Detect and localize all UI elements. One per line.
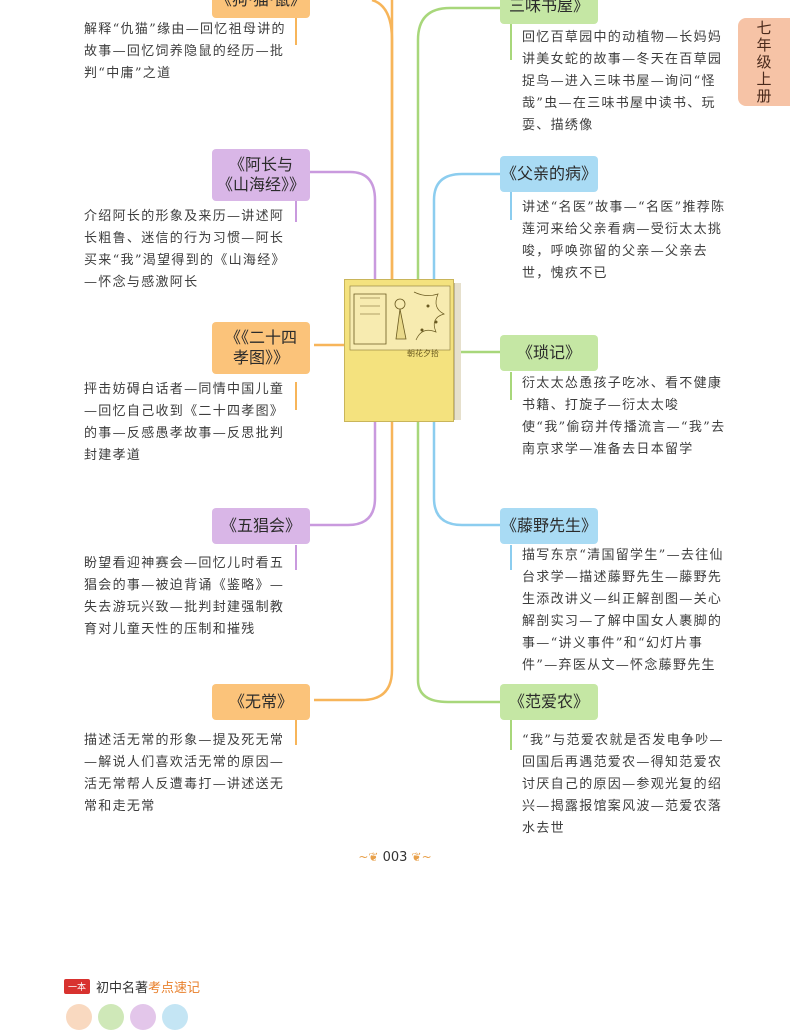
tag-ershisi-xiaotu-label: 《《二十四 孝图》》 (224, 328, 297, 367)
dot-blue-icon (162, 1004, 188, 1030)
grade-side-tab: 七年级上册 (738, 18, 790, 106)
footer-series-name: 初中名著 (96, 981, 149, 996)
tag-wuchang: 《无常》 (212, 684, 310, 720)
book-illustration-icon (349, 285, 451, 351)
tag-sanwei-shuwu: 三味书屋》 (500, 0, 598, 24)
tag-fuqin-de-bing-label: 《父亲的病》 (500, 164, 597, 183)
desc-suoji: 衍太太怂恿孩子吃冰、看不健康书籍、打旋子—衍太太唆使“我”偷窃并传播流言—“我”… (522, 376, 726, 457)
grade-side-tab-label: 七年级上册 (754, 19, 773, 105)
desc-wuchang: 描述活无常的形象—提及死无常—解说人们喜欢活无常的原因—活无常帮人反遭毒打—讲述… (84, 733, 285, 814)
tag-sanwei-shuwu-label: 三味书屋》 (508, 0, 589, 15)
dot-purple-icon (130, 1004, 156, 1030)
footer-branding: 一本 初中名著 考点速记 (64, 977, 200, 996)
tag-ershisi-xiaotu: 《《二十四 孝图》》 (212, 322, 310, 374)
footer-logo: 一本 (64, 979, 91, 994)
tag-fan-ainong-label: 《范爱农》 (508, 692, 589, 711)
book-title: 朝花夕拾 (407, 349, 439, 358)
page-number-text: 003 (382, 850, 408, 865)
tag-a-chang: 《阿长与 《山海经》》 (212, 149, 310, 201)
ornament-left-icon: ~❦ (358, 850, 379, 864)
ornament-right-icon: ❦~ (411, 850, 432, 864)
tag-wuchang-label: 《无常》 (228, 692, 293, 711)
book-cover: 朝花夕拾 (344, 279, 454, 422)
footer-color-dots (66, 1004, 188, 1030)
desc-fan-ainong: “我”与范爱农就是否发电争吵—回国后再遇范爱农—得知范爱农讨厌自己的原因—参观光… (522, 733, 724, 836)
desc-fuqin-de-bing: 讲述“名医”故事—“名医”推荐陈莲河来给父亲看病—受衍太太挑唆，呼唤弥留的父亲—… (522, 200, 726, 281)
dot-green-icon (98, 1004, 124, 1030)
footer-series-sub: 考点速记 (148, 981, 201, 996)
tag-wuchang-hui-label: 《五猖会》 (220, 516, 301, 535)
tag-gou-mao-shu: 《狗·猫·鼠》 (212, 0, 310, 18)
tag-fan-ainong: 《范爱农》 (500, 684, 598, 720)
tag-wuchang-hui: 《五猖会》 (212, 508, 310, 544)
tag-tengye-xiansheng: 《藤野先生》 (500, 508, 598, 544)
tag-tengye-xiansheng-label: 《藤野先生》 (500, 516, 597, 535)
tag-fuqin-de-bing: 《父亲的病》 (500, 156, 598, 192)
tag-suoji-label: 《琐记》 (516, 343, 581, 362)
desc-gou-mao-shu: 解释“仇猫”缘由—回忆祖母讲的故事—回忆饲养隐鼠的经历—批判“中庸”之道 (84, 22, 286, 81)
page-number: ~❦ 003 ❦~ (0, 850, 790, 865)
desc-tengye-xiansheng: 描写东京“清国留学生”—去往仙台求学—描述藤野先生—藤野先生添改讲义—纠正解剖图… (522, 548, 724, 673)
tag-a-chang-label: 《阿长与 《山海经》》 (216, 155, 305, 194)
desc-a-chang: 介绍阿长的形象及来历—讲述阿长粗鲁、迷信的行为习惯—阿长买来“我”渴望得到的《山… (84, 209, 286, 290)
book-cover-illustration: 朝花夕拾 (344, 279, 461, 422)
tag-suoji: 《琐记》 (500, 335, 598, 371)
book-pages (454, 283, 461, 420)
desc-sanwei-shuwu: 回忆百草园中的动植物—长妈妈讲美女蛇的故事—冬天在百草园捉鸟—进入三味书屋—询问… (522, 30, 723, 133)
dot-peach-icon (66, 1004, 92, 1030)
tag-gou-mao-shu-label: 《狗·猫·鼠》 (216, 0, 306, 10)
desc-ershisi-xiaotu: 抨击妨碍白话者—同情中国儿童—回忆自己收到《二十四孝图》的事—反感愚孝故事—反思… (84, 382, 285, 463)
desc-wuchang-hui: 盼望看迎神赛会—回忆儿时看五猖会的事—被迫背诵《鉴略》—失去游玩兴致—批判封建强… (84, 556, 285, 637)
